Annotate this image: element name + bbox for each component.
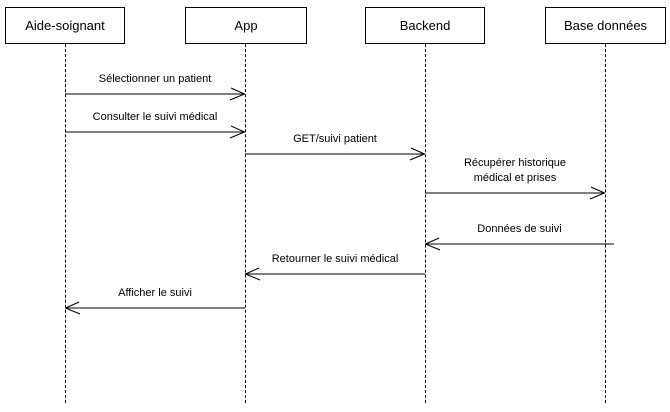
message-label: Récupérer historique médical et prises [463, 157, 567, 184]
participant-label: Backend [399, 18, 451, 33]
message-label: Données de suivi [477, 223, 562, 235]
arrow-right-icon [245, 147, 425, 161]
message-label: Consulter le suivi médical [92, 111, 218, 123]
arrow-left-icon [245, 267, 425, 281]
arrow-right-icon [65, 125, 245, 139]
message-label: Afficher le suivi [118, 287, 192, 299]
message-retourner-le-suivi-medical: Retourner le suivi médical [245, 252, 425, 281]
participant-label: Base données [563, 18, 648, 33]
message-label: Retourner le suivi médical [271, 253, 399, 265]
lifeline-base-donnees [605, 44, 606, 403]
participant-box-app: App [185, 7, 307, 44]
lifeline-app [245, 44, 246, 403]
message-consulter-le-suivi-medical: Consulter le suivi médical [65, 110, 245, 139]
arrow-left-icon [425, 237, 614, 251]
message-recuperer-historique: Récupérer historique médical et prises [425, 156, 605, 200]
message-label: GET/suivi patient [293, 133, 377, 145]
lifeline-backend [425, 44, 426, 403]
arrow-right-icon [65, 87, 245, 101]
participant-box-base-donnees: Base données [545, 7, 666, 44]
message-donnees-de-suivi: Données de suivi [425, 222, 614, 251]
arrow-right-icon [425, 186, 605, 200]
lifeline-aide-soignant [65, 44, 66, 403]
participant-box-aide-soignant: Aide-soignant [5, 7, 125, 44]
participant-label: Aide-soignant [25, 18, 105, 33]
message-label: Sélectionner un patient [98, 73, 212, 85]
message-get-suivi-patient: GET/suivi patient [245, 132, 425, 161]
message-selectionner-un-patient: Sélectionner un patient [65, 72, 245, 101]
participant-label: App [234, 18, 258, 33]
participant-box-backend: Backend [365, 7, 485, 44]
arrow-left-icon [65, 301, 245, 315]
message-afficher-le-suivi: Afficher le suivi [65, 286, 245, 315]
